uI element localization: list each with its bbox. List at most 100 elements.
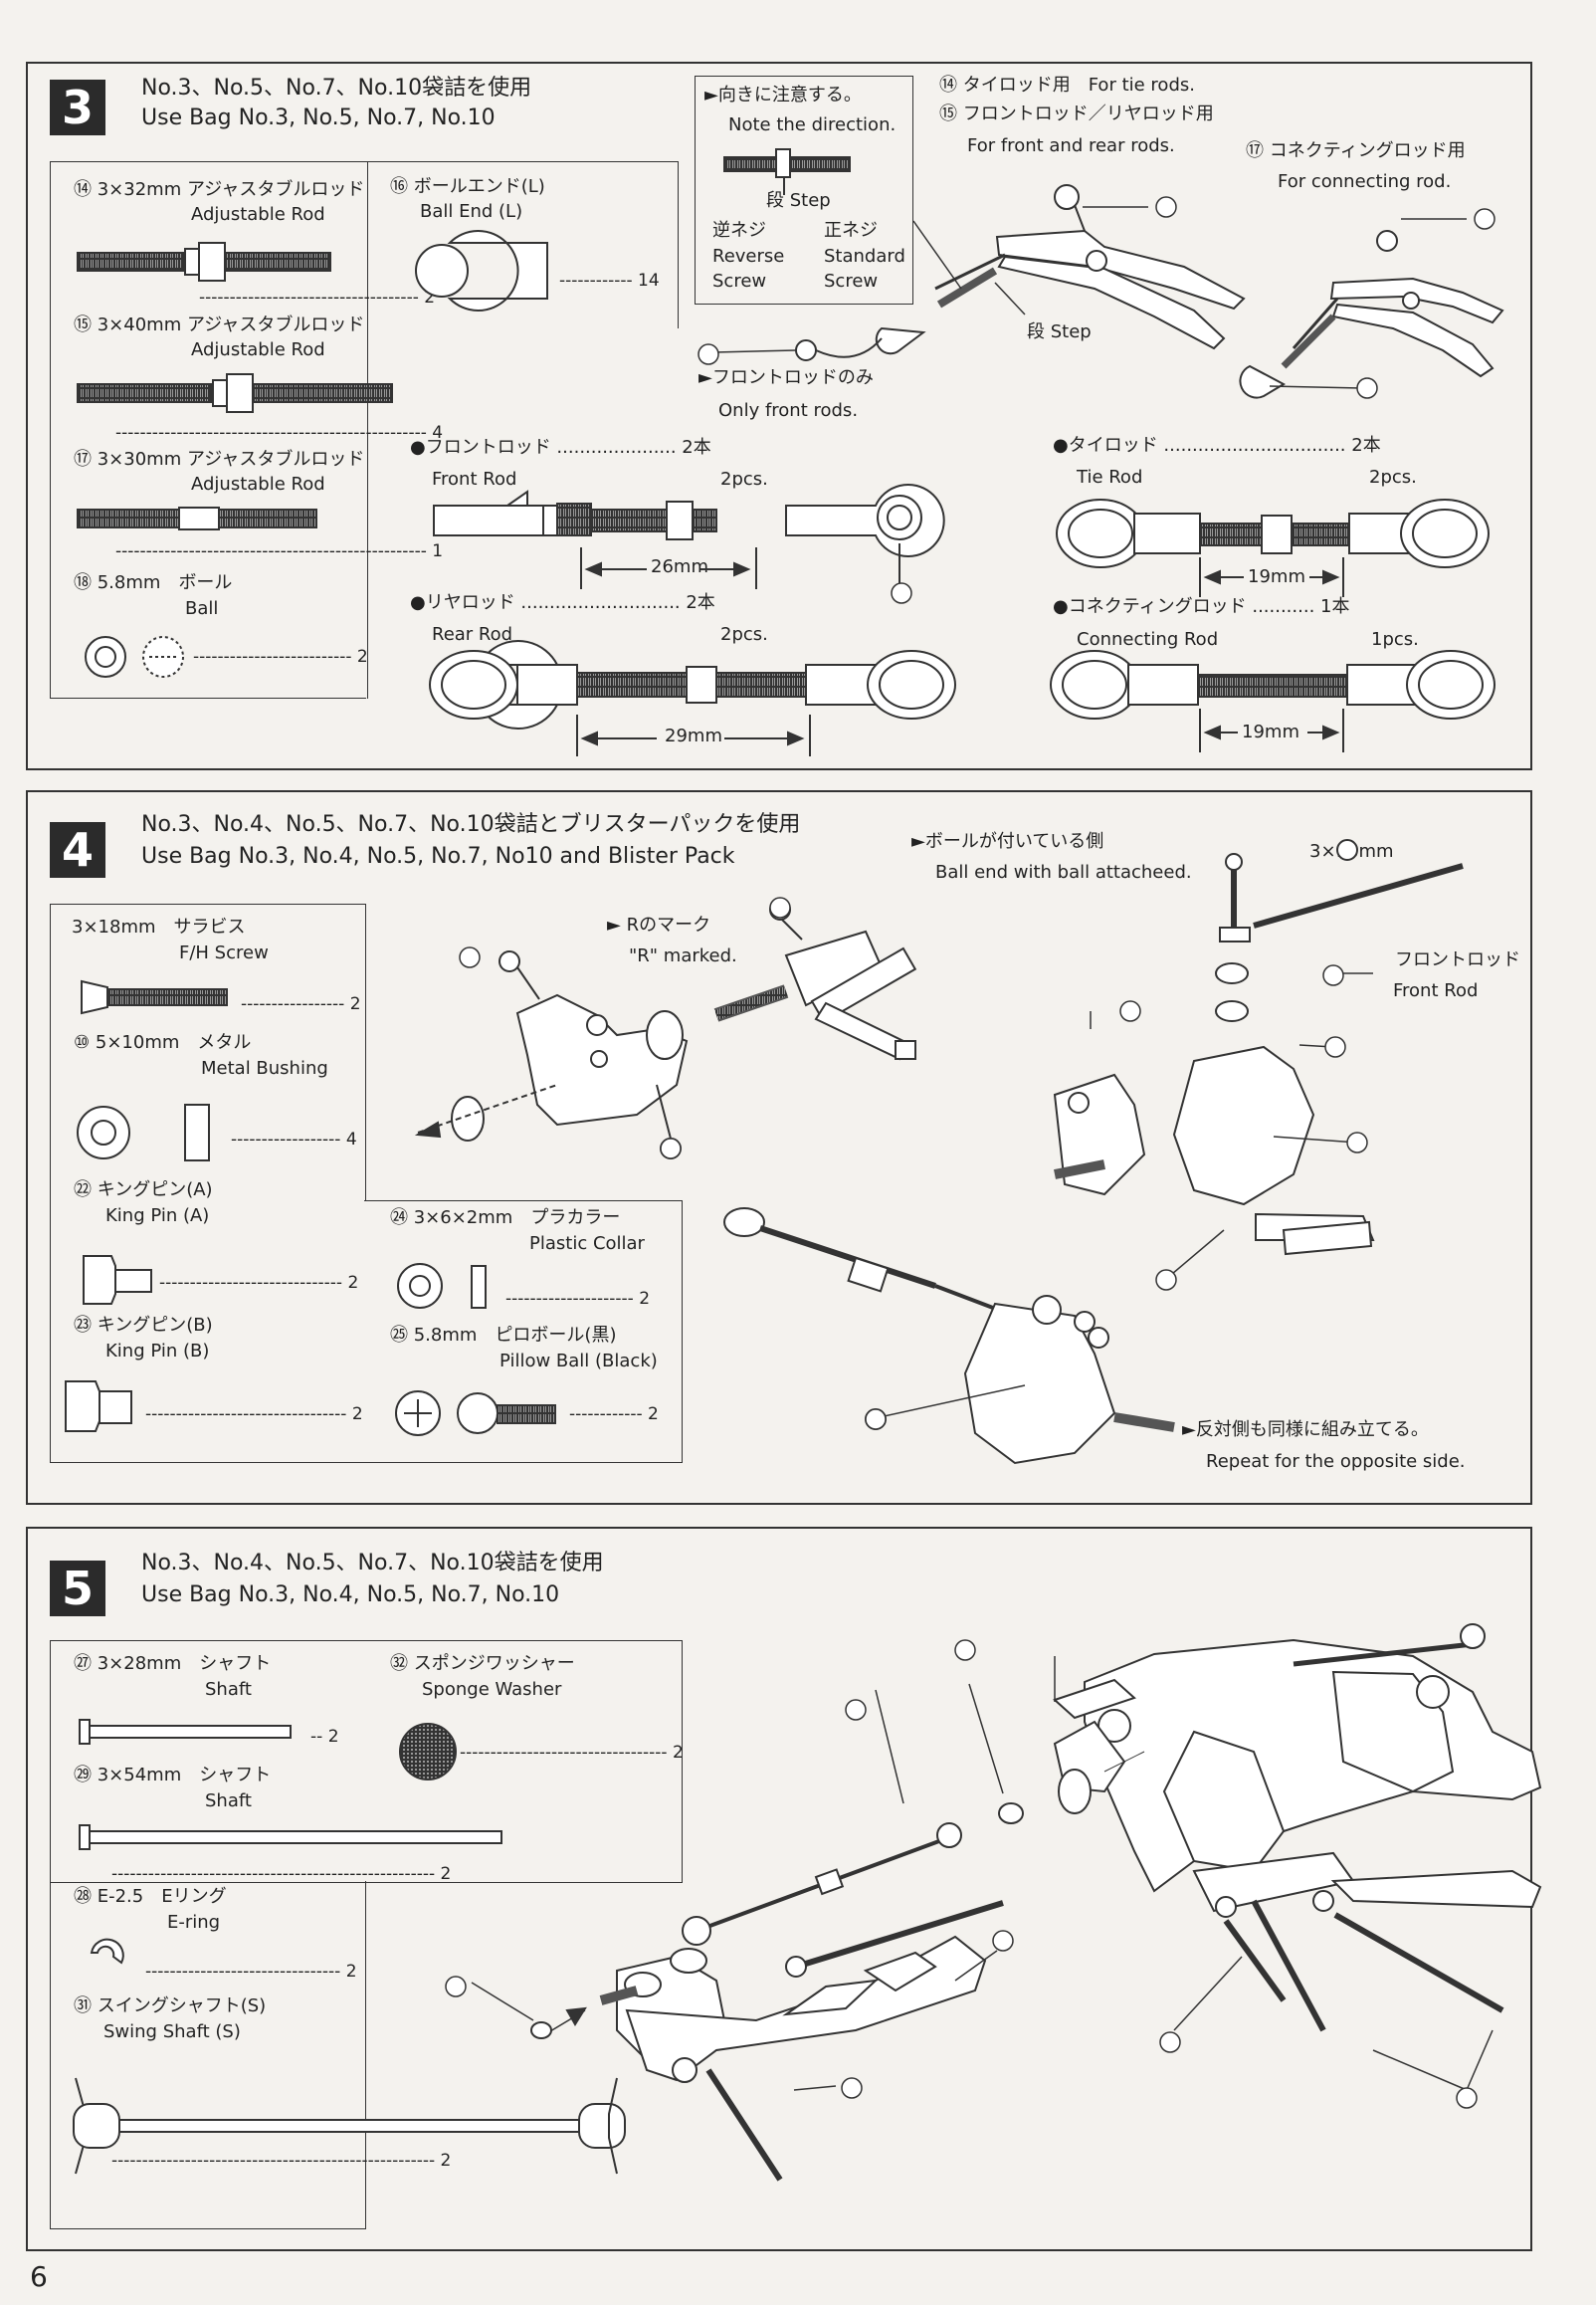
step-4-section — [26, 790, 1532, 1505]
direction-note-en: Note the direction. — [728, 114, 897, 135]
front-only-jp: ►フロントロッドのみ — [698, 367, 874, 388]
part-16-label: ⑯ ボールエンド(L) — [390, 176, 545, 197]
connecting-rod-icon — [1050, 650, 1496, 752]
reverse-screw-jp: 逆ネジ — [712, 220, 766, 241]
ball-icon — [85, 636, 184, 678]
knuckle-assembly-icon — [1053, 839, 1464, 1275]
grease-tube-icon-2 — [1282, 1220, 1373, 1256]
part-14-qty: ------------------------------------ 2 — [199, 288, 436, 308]
step-5-number: 5 — [50, 1561, 105, 1616]
tie-rod-icon — [1056, 499, 1490, 597]
step-label: 段 Step — [1027, 321, 1092, 342]
part-14-label: ⑭ 3×32mm アジャスタブルロッド — [74, 179, 365, 200]
rear-rod-length: 29mm — [665, 726, 722, 746]
part-22-label: ㉒ キングピン(A) — [74, 1179, 213, 1200]
step-5-title-en: Use Bag No.3, No.4, No.5, No.7, No.10 — [141, 1582, 560, 1607]
part-22-en: King Pin (A) — [105, 1205, 210, 1226]
part-27-en: Shaft — [205, 1679, 252, 1700]
tie-rod-jp: ●タイロッド ................................ … — [1053, 435, 1381, 456]
part-10-label: ⑩ 5×10mm メタル — [74, 1032, 252, 1053]
connecting-rod-qty: 1pcs. — [1371, 629, 1419, 650]
part-17-en: Adjustable Rod — [191, 474, 325, 495]
part-32-label: ㉜ スポンジワッシャー — [390, 1653, 575, 1674]
step-4-title-en: Use Bag No.3, No.4, No.5, No.7, No10 and… — [141, 844, 735, 869]
reverse-screw-en1: Reverse — [712, 246, 785, 267]
direction-note-box — [695, 76, 913, 305]
connecting-rod-length: 19mm — [1242, 722, 1299, 742]
part-29-label: ㉙ 3×54mm シャフト — [74, 1765, 272, 1785]
standard-screw-en2: Screw — [824, 271, 879, 292]
part-16-qty: ------------ 14 — [559, 271, 660, 291]
part-10-en: Metal Bushing — [201, 1058, 328, 1079]
reverse-screw-en2: Screw — [712, 271, 767, 292]
repeat-note-en: Repeat for the opposite side. — [1206, 1451, 1466, 1472]
part-27-label: ㉗ 3×28mm シャフト — [74, 1653, 272, 1674]
front-rod-qty: 2pcs. — [720, 469, 768, 490]
ball-end-icon — [415, 230, 548, 312]
step-3-number: 3 — [50, 80, 105, 135]
part-14-en: Adjustable Rod — [191, 204, 325, 225]
plastic-collar-icon — [397, 1263, 487, 1309]
connecting-rod-en: Connecting Rod — [1077, 629, 1219, 650]
tie-note-4: ⑰ コネクティングロッド用 — [1246, 140, 1466, 161]
step-3-parts-box-inner — [50, 161, 368, 699]
sponge-washer-icon — [399, 1723, 457, 1781]
front-rod-length: 26mm — [651, 556, 708, 577]
rear-rod-icon — [429, 640, 956, 756]
tie-note-1: ⑭ タイロッド用 For tie rods. — [939, 75, 1195, 96]
rear-rod-qty: 2pcs. — [720, 624, 768, 645]
part-23-qty: --------------------------------- 2 — [145, 1404, 363, 1424]
part-28-label: ㉘ E-2.5 Eリング — [74, 1886, 227, 1907]
ball-end-en: Ball end with ball attacheed. — [935, 862, 1192, 883]
front-only-en: Only front rods. — [718, 400, 859, 421]
step-3-section — [26, 62, 1532, 770]
tie-note-2: ⑮ フロントロッド／リヤロッド用 — [939, 104, 1214, 124]
front-rod-icon — [433, 484, 945, 589]
grease-tube-icon — [814, 1001, 916, 1061]
suspension-assembly-icon — [471, 1623, 1542, 2182]
part-24-qty: --------------------- 2 — [505, 1289, 651, 1309]
tie-rod-length: 19mm — [1248, 566, 1305, 587]
part-23-en: King Pin (B) — [105, 1341, 210, 1362]
part-18-label: ⑱ 5.8mm ボール — [74, 572, 233, 593]
shaft-28mm-icon — [79, 1719, 292, 1745]
rear-rod-jp: ●リヤロッド ............................ 2本 — [410, 592, 715, 613]
standard-screw-jp: 正ネジ — [824, 220, 878, 241]
part-16-en: Ball End (L) — [420, 201, 523, 222]
front-rod-label-jp: フロントロッド — [1395, 949, 1520, 970]
pliers-icon-2 — [1239, 230, 1504, 399]
ball-end-small-icon — [795, 326, 926, 361]
step-3-leader-lines — [713, 206, 1467, 389]
part-fh-screw-qty: ----------------- 2 — [241, 994, 361, 1014]
part-29-en: Shaft — [205, 1790, 252, 1811]
tie-note-3: For front and rear rods. — [967, 135, 1175, 156]
swing-shaft-icon — [73, 2077, 626, 2175]
part-25-label: ㉕ 5.8mm ピロボール(黒) — [390, 1325, 617, 1346]
step-5-title-jp: No.3、No.4、No.5、No.7、No.10袋詰を使用 — [141, 1551, 604, 1575]
r-mark-en: "R" marked. — [629, 945, 737, 966]
part-fh-screw-label: 3×18mm サラビス — [72, 917, 246, 938]
steering-assembly-icon — [723, 1207, 1175, 1465]
tie-note-5: For connecting rod. — [1278, 171, 1452, 192]
king-pin-b-icon — [65, 1380, 132, 1432]
part-17-qty: ----------------------------------------… — [115, 541, 444, 561]
direction-note-jp: ►向きに注意する。 — [704, 85, 862, 105]
part-32-en: Sponge Washer — [422, 1679, 562, 1700]
step-3-title-en: Use Bag No.3, No.5, No.7, No.10 — [141, 105, 496, 130]
part-22-qty: ------------------------------ 2 — [159, 1273, 359, 1293]
part-17-label: ⑰ 3×30mm アジャスタブルロッド — [74, 449, 365, 470]
part-32-qty: ---------------------------------- 2 — [460, 1743, 684, 1763]
front-rod-jp: ●フロントロッド ..................... 2本 — [410, 437, 711, 458]
direction-rod-icon — [723, 148, 851, 195]
part-24-en: Plastic Collar — [529, 1233, 645, 1254]
part-27-qty: -- 2 — [310, 1727, 339, 1747]
callout-markers — [445, 196, 1496, 2109]
front-rod-en: Front Rod — [432, 469, 517, 490]
part-25-qty: ------------ 2 — [569, 1404, 659, 1424]
note-step-label: 段 Step — [766, 190, 831, 211]
step-5-parts-box — [50, 1640, 683, 1883]
repeat-note-jp: ►反対側も同様に組み立てる。 — [1182, 1419, 1429, 1440]
page-number: 6 — [30, 2260, 48, 2293]
step-3-title-jp: No.3、No.5、No.7、No.10袋詰を使用 — [141, 76, 532, 101]
